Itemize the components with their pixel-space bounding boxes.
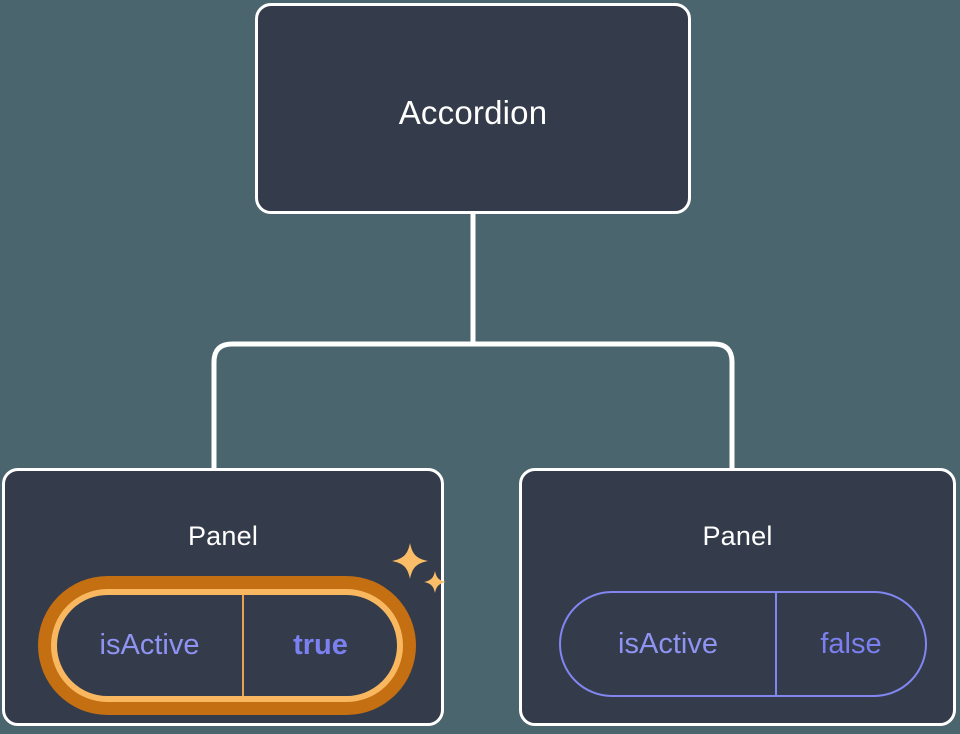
node-panel-active-title: Panel: [187, 521, 259, 551]
node-panel-inactive[interactable]: Panel isActive false: [519, 468, 956, 726]
prop-pill-isactive-false[interactable]: isActive false: [559, 591, 927, 697]
node-accordion[interactable]: Accordion: [255, 3, 691, 214]
prop-pill-inner: isActive true: [51, 589, 403, 702]
prop-pill-isactive-true[interactable]: isActive true: [38, 576, 416, 715]
prop-key-isactive: isActive: [561, 593, 777, 695]
sparkle-small: [424, 571, 446, 593]
prop-pill-highlight-wrapper: isActive true: [38, 576, 416, 715]
node-panel-active[interactable]: Panel isActive true: [2, 468, 446, 726]
prop-value-false: false: [820, 627, 882, 660]
prop-value-true: true: [293, 629, 348, 661]
node-panel-inactive-title: Panel: [702, 521, 773, 551]
node-accordion-title: Accordion: [398, 94, 548, 131]
prop-key-isactive: isActive: [57, 595, 244, 696]
edge-branch-bar: [211, 341, 735, 470]
